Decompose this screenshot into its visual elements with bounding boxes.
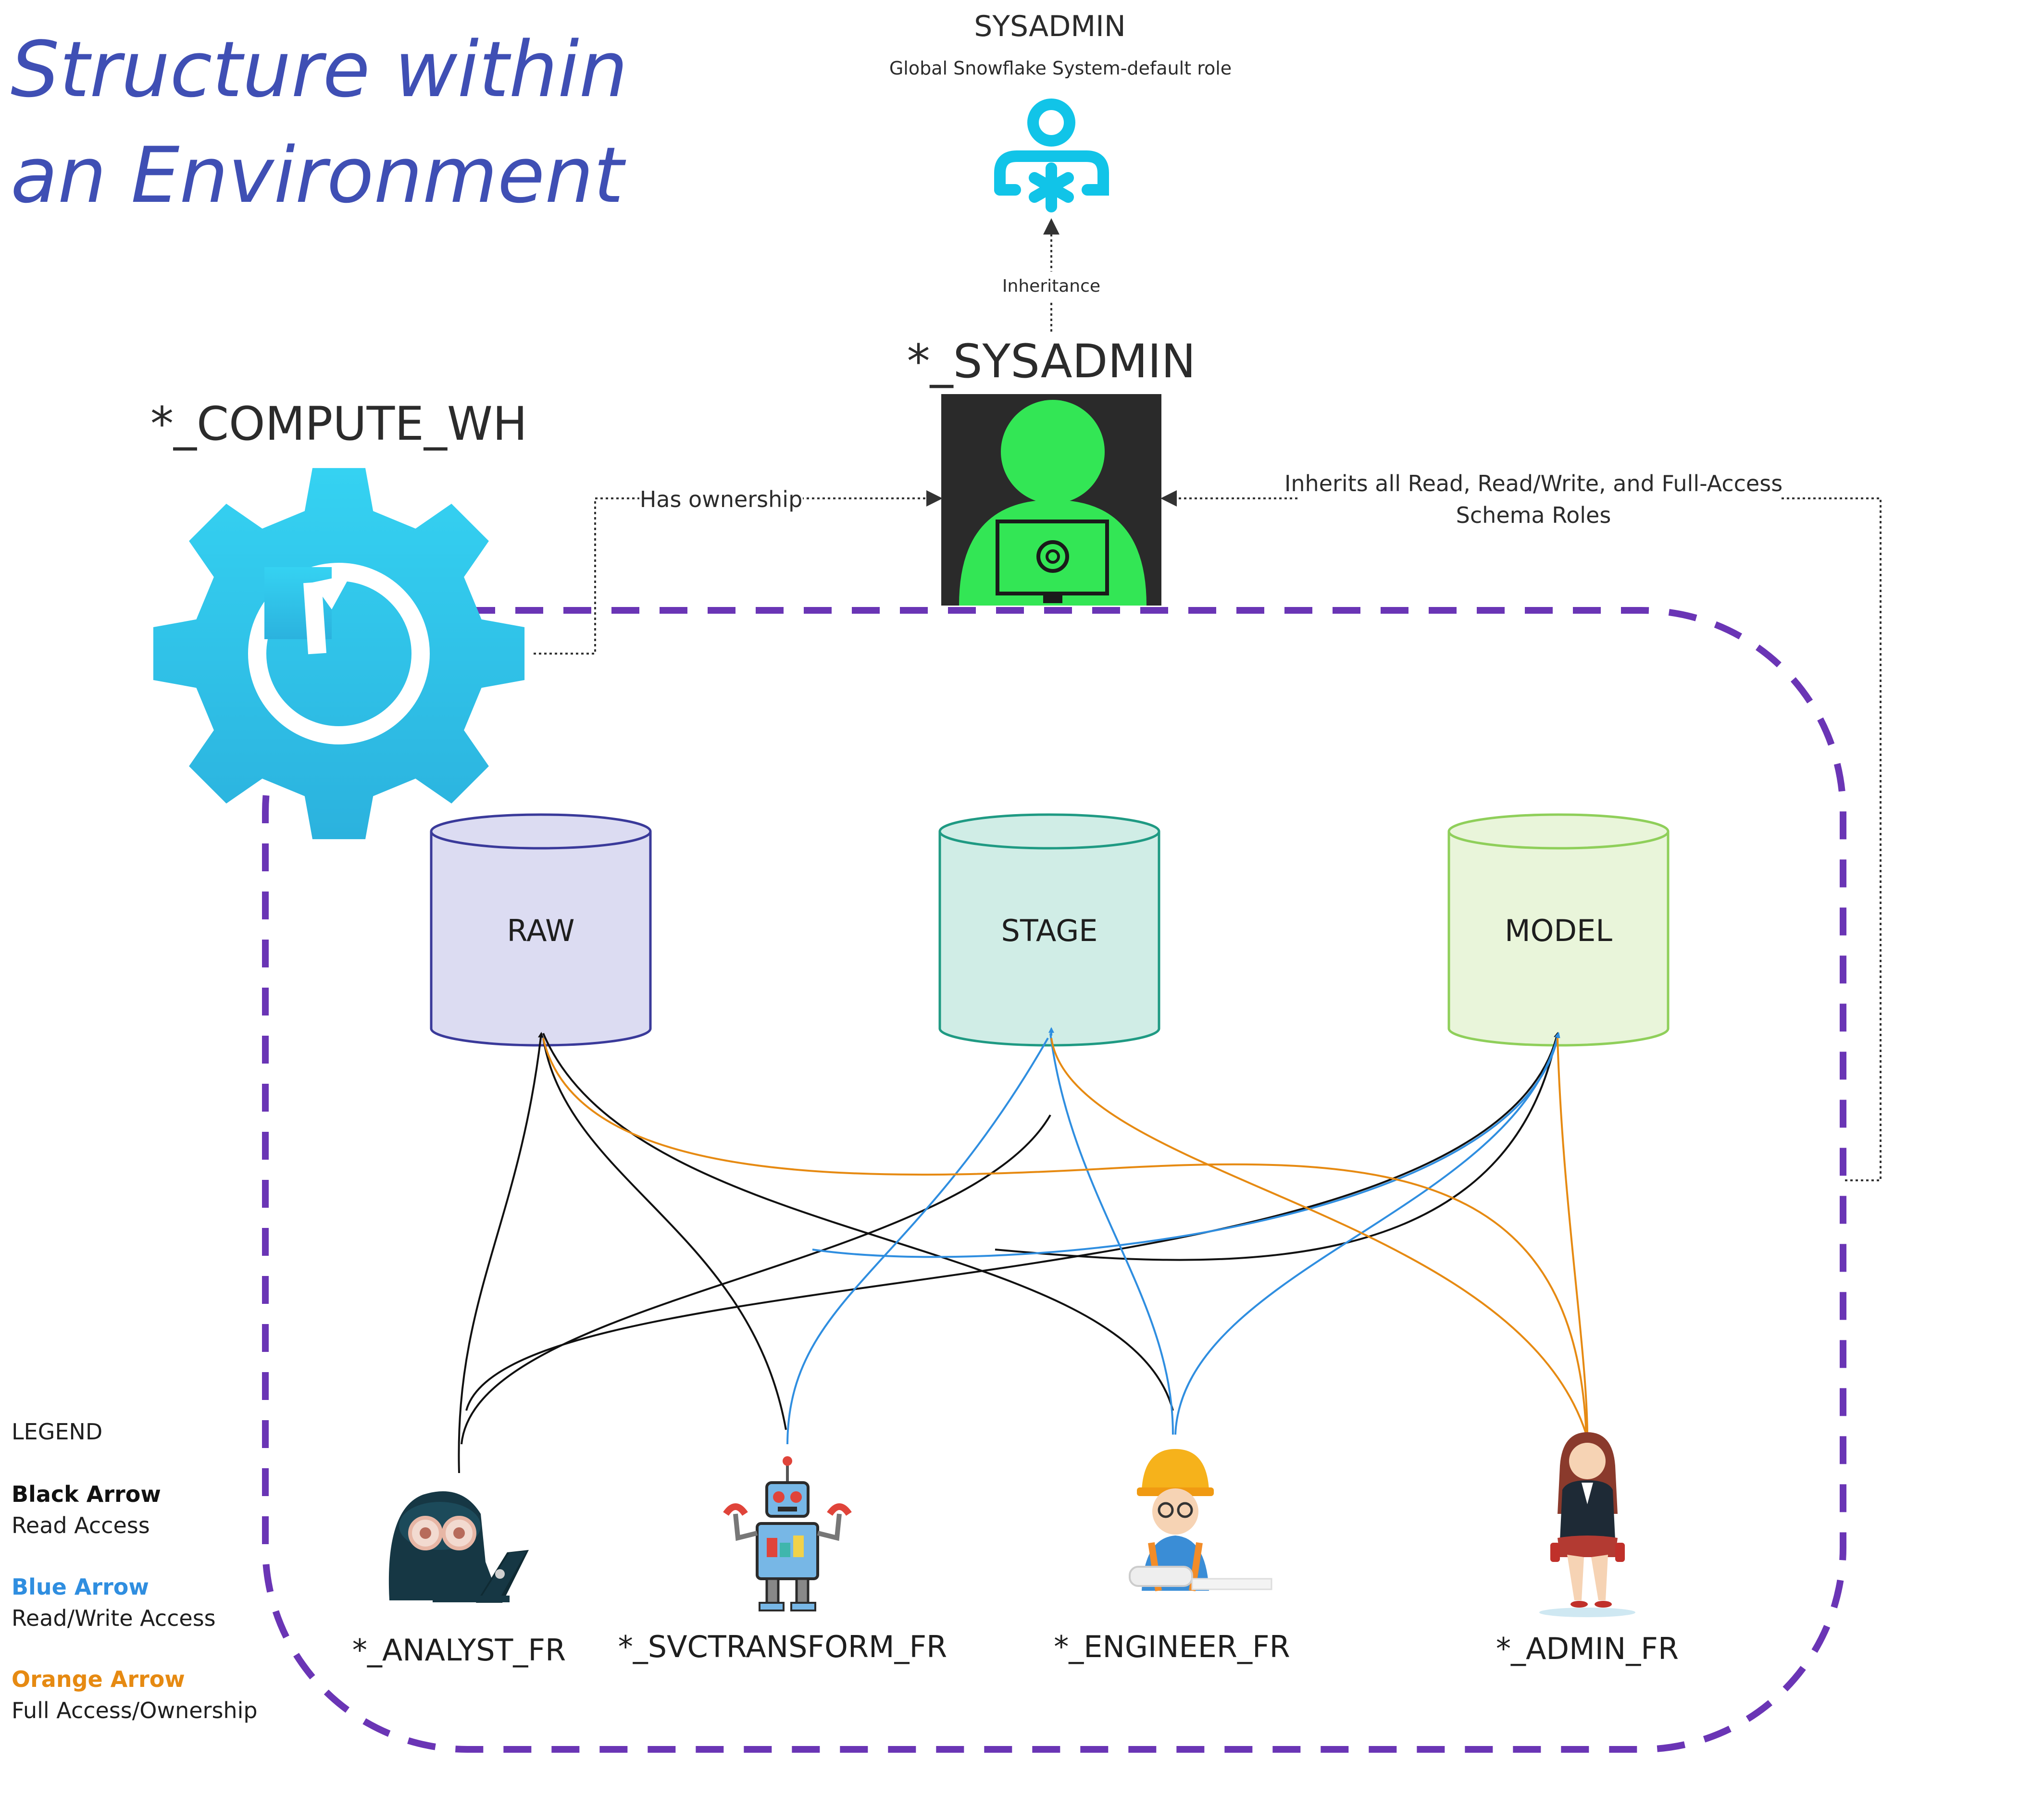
edge-admin-model: [1557, 1038, 1588, 1433]
database-model-top: [1447, 813, 1670, 850]
edge-svc-model: [812, 1038, 1558, 1258]
compute-wh-label: *_COMPUTE_WH: [150, 397, 527, 451]
edge-svc-stage: [786, 1038, 1049, 1445]
admin-user-icon: [941, 394, 1161, 606]
engineer-icon: [1129, 1449, 1272, 1592]
businesswoman-icon: [1539, 1432, 1635, 1617]
edge-admin-raw: [542, 1038, 1587, 1437]
edge-analyst-stage: [461, 1114, 1051, 1445]
inheritance-label: Inheritance: [1002, 276, 1100, 296]
access-edges: [458, 1027, 1588, 1474]
database-stage-label: STAGE: [1001, 913, 1098, 948]
database-raw-top: [430, 813, 652, 850]
robot-icon: [723, 1456, 852, 1611]
gear-refresh-icon: [153, 468, 525, 840]
inherits-label-line1: Inherits all Read, Read/Write, and Full-…: [1284, 471, 1782, 496]
edge-engineer-stage: [1049, 1033, 1174, 1435]
edge-analyst-model: [465, 1032, 1559, 1411]
edge-analyst-raw: [458, 1032, 544, 1474]
hacker-icon: [388, 1491, 529, 1603]
database-raw-label: RAW: [507, 913, 575, 948]
role-label-admin: *_ADMIN_FR: [1496, 1631, 1679, 1666]
role-label-analyst: *_ANALYST_FR: [352, 1633, 566, 1668]
database-stage: STAGE: [938, 813, 1160, 1047]
ownership-arrow: [534, 490, 943, 655]
diagram-title-line1: Structure within: [11, 25, 628, 114]
legend-black-arrow: Black Arrow: [12, 1481, 161, 1507]
legend-orange-desc: Full Access/Ownership: [12, 1697, 258, 1723]
legend-blue-arrow: Blue Arrow: [12, 1574, 149, 1600]
inherits-label-line2: Schema Roles: [1456, 502, 1611, 528]
role-label-engineer: *_ENGINEER_FR: [1054, 1629, 1290, 1664]
database-raw-body: [430, 831, 652, 1047]
legend-blue-desc: Read/Write Access: [12, 1605, 216, 1631]
env-sysadmin-label: *_SYSADMIN: [907, 334, 1196, 388]
snowflake-user-icon: [994, 99, 1109, 212]
database-stage-top: [938, 813, 1160, 850]
edge-engineer-model: [995, 1042, 1556, 1261]
legend-black-desc: Read Access: [12, 1512, 150, 1538]
legend-title: LEGEND: [12, 1419, 102, 1445]
edge-admin-stage: [1050, 1038, 1587, 1435]
edge-engineer-model-rw: [1174, 1032, 1560, 1435]
legend-orange-arrow: Orange Arrow: [12, 1666, 185, 1692]
database-model: MODEL: [1447, 813, 1670, 1047]
role-label-svctransform: *_SVCTRANSFORM_FR: [618, 1629, 947, 1664]
sysadmin-label: SYSADMIN: [974, 10, 1126, 43]
database-stage-body: [938, 831, 1160, 1047]
legend: LEGEND Black Arrow Read Access Blue Arro…: [12, 1419, 258, 1723]
diagram-title-line2: an Environment: [11, 130, 626, 220]
edge-engineer-raw: [542, 1033, 1174, 1411]
database-raw: RAW: [430, 813, 652, 1047]
databases: RAW STAGE MODEL: [430, 813, 1670, 1047]
environment-boundary: [262, 607, 1846, 1753]
sysadmin-subtitle: Global Snowflake System-default role: [889, 58, 1232, 79]
inherits-arrow: [1160, 490, 1882, 1181]
ownership-label: Has ownership: [640, 486, 803, 512]
database-model-label: MODEL: [1505, 913, 1612, 948]
edge-svc-raw: [542, 1038, 787, 1430]
